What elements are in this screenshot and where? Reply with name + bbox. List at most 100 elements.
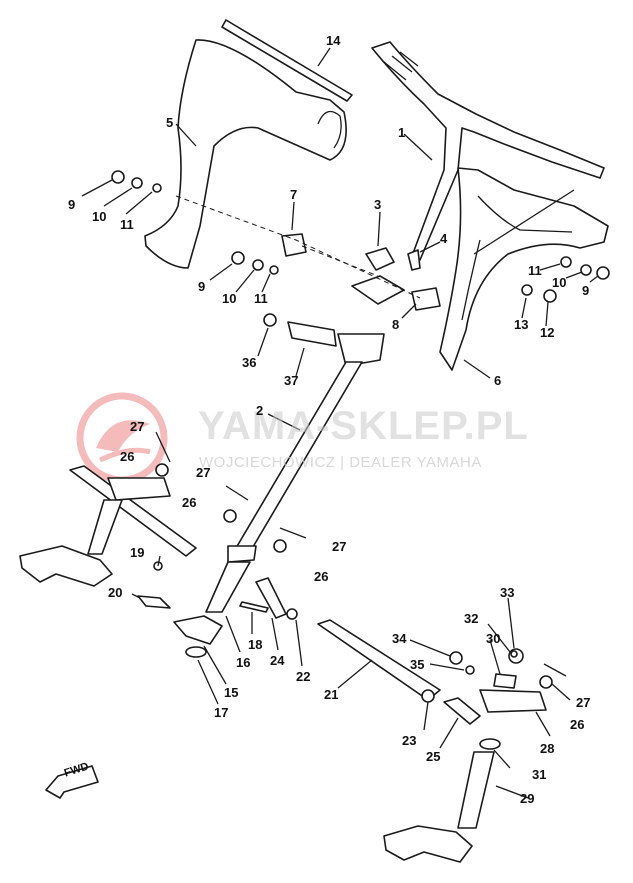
part-26-nut-a bbox=[155, 463, 169, 477]
watermark-title: YAMA-SKLEP.PL bbox=[198, 404, 529, 448]
callout-22: 22 bbox=[296, 669, 311, 684]
part-8-connector bbox=[411, 287, 441, 311]
part-37-bracket bbox=[287, 321, 337, 347]
callout-11c: 11 bbox=[528, 263, 542, 278]
part-3-clamp bbox=[365, 247, 395, 271]
part-1-grip-detail bbox=[383, 51, 419, 81]
callout-28: 28 bbox=[540, 741, 555, 756]
alignment-line-a bbox=[175, 195, 421, 299]
callout-30: 30 bbox=[486, 631, 501, 646]
callout-36: 36 bbox=[242, 355, 257, 370]
part-29-kingpin bbox=[457, 751, 495, 829]
callout-6: 6 bbox=[494, 373, 502, 388]
callout-21: 21 bbox=[324, 687, 339, 702]
callout-20: 20 bbox=[108, 585, 123, 600]
callout-32: 32 bbox=[464, 611, 479, 626]
part-27-pin-d bbox=[543, 663, 567, 677]
callout-27c: 27 bbox=[332, 539, 347, 554]
part-left-ski-mount bbox=[19, 545, 113, 587]
part-2-column bbox=[337, 333, 385, 367]
callout-17: 17 bbox=[214, 705, 229, 720]
part-23-nut bbox=[421, 689, 435, 703]
part-28-arm bbox=[479, 689, 547, 713]
part-7-connector bbox=[281, 233, 307, 257]
part-27-pin-b bbox=[225, 485, 249, 501]
callout-4: 4 bbox=[440, 231, 448, 246]
part-left-tierod bbox=[69, 465, 197, 557]
part-3-clamp-base bbox=[351, 275, 405, 305]
part-5-left-cover bbox=[144, 39, 347, 269]
part-27-pin-a bbox=[155, 431, 171, 463]
callout-24: 24 bbox=[270, 653, 285, 668]
fastener-group-right bbox=[521, 256, 610, 303]
callout-33: 33 bbox=[500, 585, 515, 600]
part-29-ski-mount bbox=[383, 825, 473, 863]
part-33-cap bbox=[510, 650, 518, 658]
part-14-strip bbox=[221, 19, 353, 102]
callout-9b: 9 bbox=[198, 279, 206, 294]
callout-8: 8 bbox=[392, 317, 400, 332]
part-31-washers bbox=[479, 738, 501, 750]
callout-19: 19 bbox=[130, 545, 145, 560]
leader-lines bbox=[81, 47, 599, 431]
watermark-subtitle: WOJCIECHOWICZ | DEALER YAMAHA bbox=[199, 454, 482, 471]
callout-26c: 26 bbox=[314, 569, 329, 584]
leader-lines-lower bbox=[131, 555, 571, 799]
part-26-nut-b bbox=[223, 509, 237, 523]
part-26-nut-right bbox=[539, 675, 553, 689]
callout-26b: 26 bbox=[182, 495, 197, 510]
callout-7: 7 bbox=[290, 187, 298, 202]
callout-9: 9 bbox=[68, 197, 76, 212]
part-20-link bbox=[137, 595, 171, 609]
callout-10: 10 bbox=[92, 209, 107, 224]
callout-27a: 27 bbox=[130, 419, 145, 434]
part-2-collar bbox=[227, 545, 257, 563]
callout-27d: 27 bbox=[576, 695, 591, 710]
part-25-bolt bbox=[443, 697, 481, 725]
callout-14: 14 bbox=[326, 33, 341, 48]
part-24-bolt bbox=[255, 577, 287, 619]
part-16-arm bbox=[173, 615, 223, 645]
callout-5: 5 bbox=[166, 115, 174, 130]
callout-13: 13 bbox=[514, 317, 529, 332]
part-27-pin-c bbox=[279, 527, 307, 539]
callout-9c: 9 bbox=[582, 283, 590, 298]
part-left-kingpin bbox=[87, 499, 123, 555]
part-34-bolt bbox=[449, 651, 463, 665]
alignment-line-b bbox=[301, 245, 379, 277]
callout-25: 25 bbox=[426, 749, 441, 764]
callout-11b: 11 bbox=[254, 291, 268, 306]
watermark-logo-mark bbox=[76, 392, 168, 484]
callout-1: 1 bbox=[398, 125, 406, 140]
part-4-bolt bbox=[407, 249, 421, 271]
callout-12: 12 bbox=[540, 325, 555, 340]
part-36-bolt bbox=[263, 313, 277, 327]
callout-31: 31 bbox=[532, 767, 547, 782]
part-35-washer bbox=[465, 665, 475, 675]
callout-27b: 27 bbox=[196, 465, 211, 480]
callout-29: 29 bbox=[520, 791, 535, 806]
callout-11: 11 bbox=[120, 217, 134, 232]
callout-15: 15 bbox=[224, 685, 239, 700]
callout-23: 23 bbox=[402, 733, 417, 748]
fwd-arrow bbox=[45, 765, 99, 799]
callout-37: 37 bbox=[284, 373, 299, 388]
part-6-right-cover bbox=[439, 167, 609, 371]
part-26-nut-c bbox=[273, 539, 287, 553]
callout-26d: 26 bbox=[570, 717, 585, 732]
part-left-knuckle-arm bbox=[107, 477, 171, 501]
callout-18: 18 bbox=[248, 637, 263, 652]
callout-10b: 10 bbox=[222, 291, 237, 306]
part-6-inner bbox=[461, 195, 573, 321]
part-5-notch bbox=[317, 110, 342, 149]
part-30-clip bbox=[493, 673, 517, 689]
callout-34: 34 bbox=[392, 631, 407, 646]
callout-3: 3 bbox=[374, 197, 382, 212]
fastener-group-left-top bbox=[111, 170, 279, 275]
callout-26a: 26 bbox=[120, 449, 135, 464]
part-1-handlebar bbox=[371, 41, 605, 261]
callout-10c: 10 bbox=[552, 275, 567, 290]
part-22-nut bbox=[286, 608, 298, 620]
